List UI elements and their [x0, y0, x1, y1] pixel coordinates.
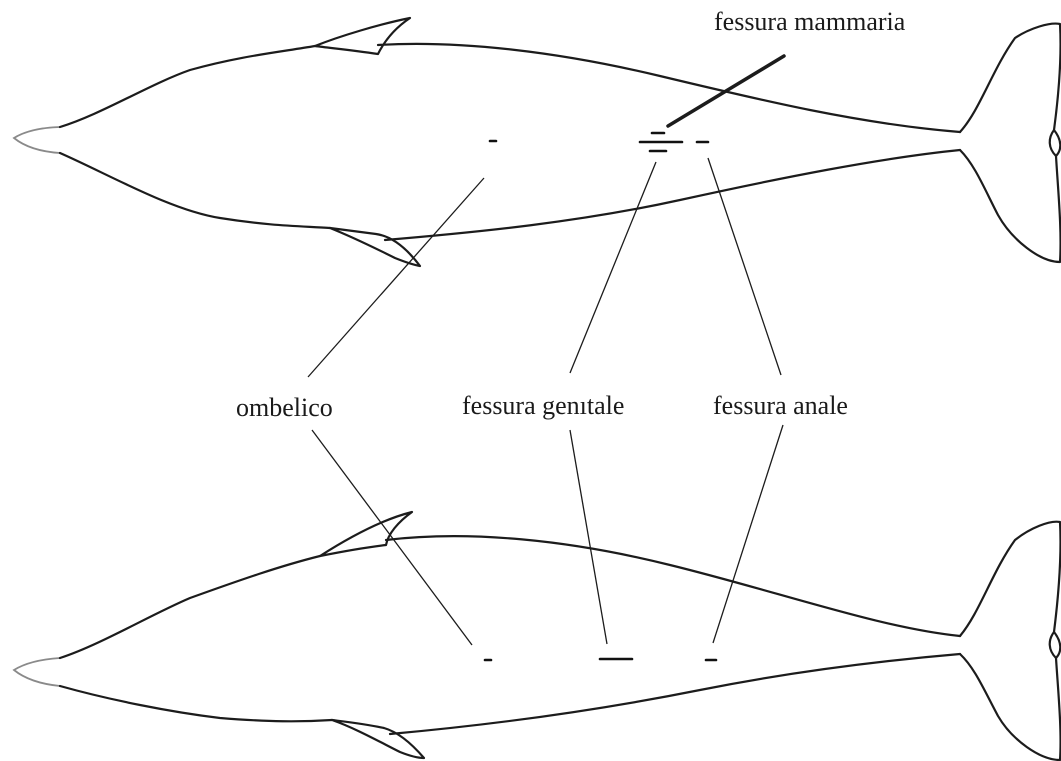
male-upper-flipper [320, 512, 412, 556]
genital-leader-bottom [570, 430, 607, 644]
label-mammary-slit: fessura mammaria [714, 7, 906, 36]
anal-leader-top [708, 158, 781, 375]
male-lower-flank [390, 654, 960, 734]
male-slits [485, 659, 716, 660]
male-lower-flipper [332, 720, 424, 758]
female-upper-flank [378, 44, 960, 132]
male-upper-flank [386, 536, 960, 636]
female-tail-fluke [960, 24, 1061, 262]
female-rostrum [14, 127, 60, 153]
male-tail-fluke [960, 522, 1061, 760]
male-rostrum [14, 658, 60, 686]
female-lower-flipper [330, 228, 420, 266]
male-fluke-notch [1050, 632, 1056, 658]
labels: fessura mammaria ombelico fessura genıta… [236, 7, 906, 422]
female-body-upper-edge [60, 46, 315, 127]
anal-leader-bottom [713, 425, 783, 643]
label-anal-slit: fessura anale [713, 391, 848, 420]
label-genital-slit: fessura genıtale [462, 391, 624, 420]
female-body-lower-edge [60, 153, 330, 228]
male-body-upper-edge [60, 556, 320, 658]
female-upper-flipper [315, 18, 410, 54]
female-dolphin-outline [14, 18, 1061, 266]
leader-lines [308, 56, 784, 645]
female-lower-flank [385, 150, 960, 240]
male-body-lower-edge [60, 686, 332, 721]
mammary-leader [668, 56, 784, 126]
genital-leader-top [570, 162, 656, 373]
male-dolphin-outline [14, 512, 1061, 760]
female-fluke-notch [1050, 130, 1056, 156]
umbilicus-leader-bottom [312, 430, 472, 645]
umbilicus-leader-top [308, 178, 484, 377]
label-umbilicus: ombelico [236, 393, 333, 422]
female-slits [490, 133, 708, 151]
